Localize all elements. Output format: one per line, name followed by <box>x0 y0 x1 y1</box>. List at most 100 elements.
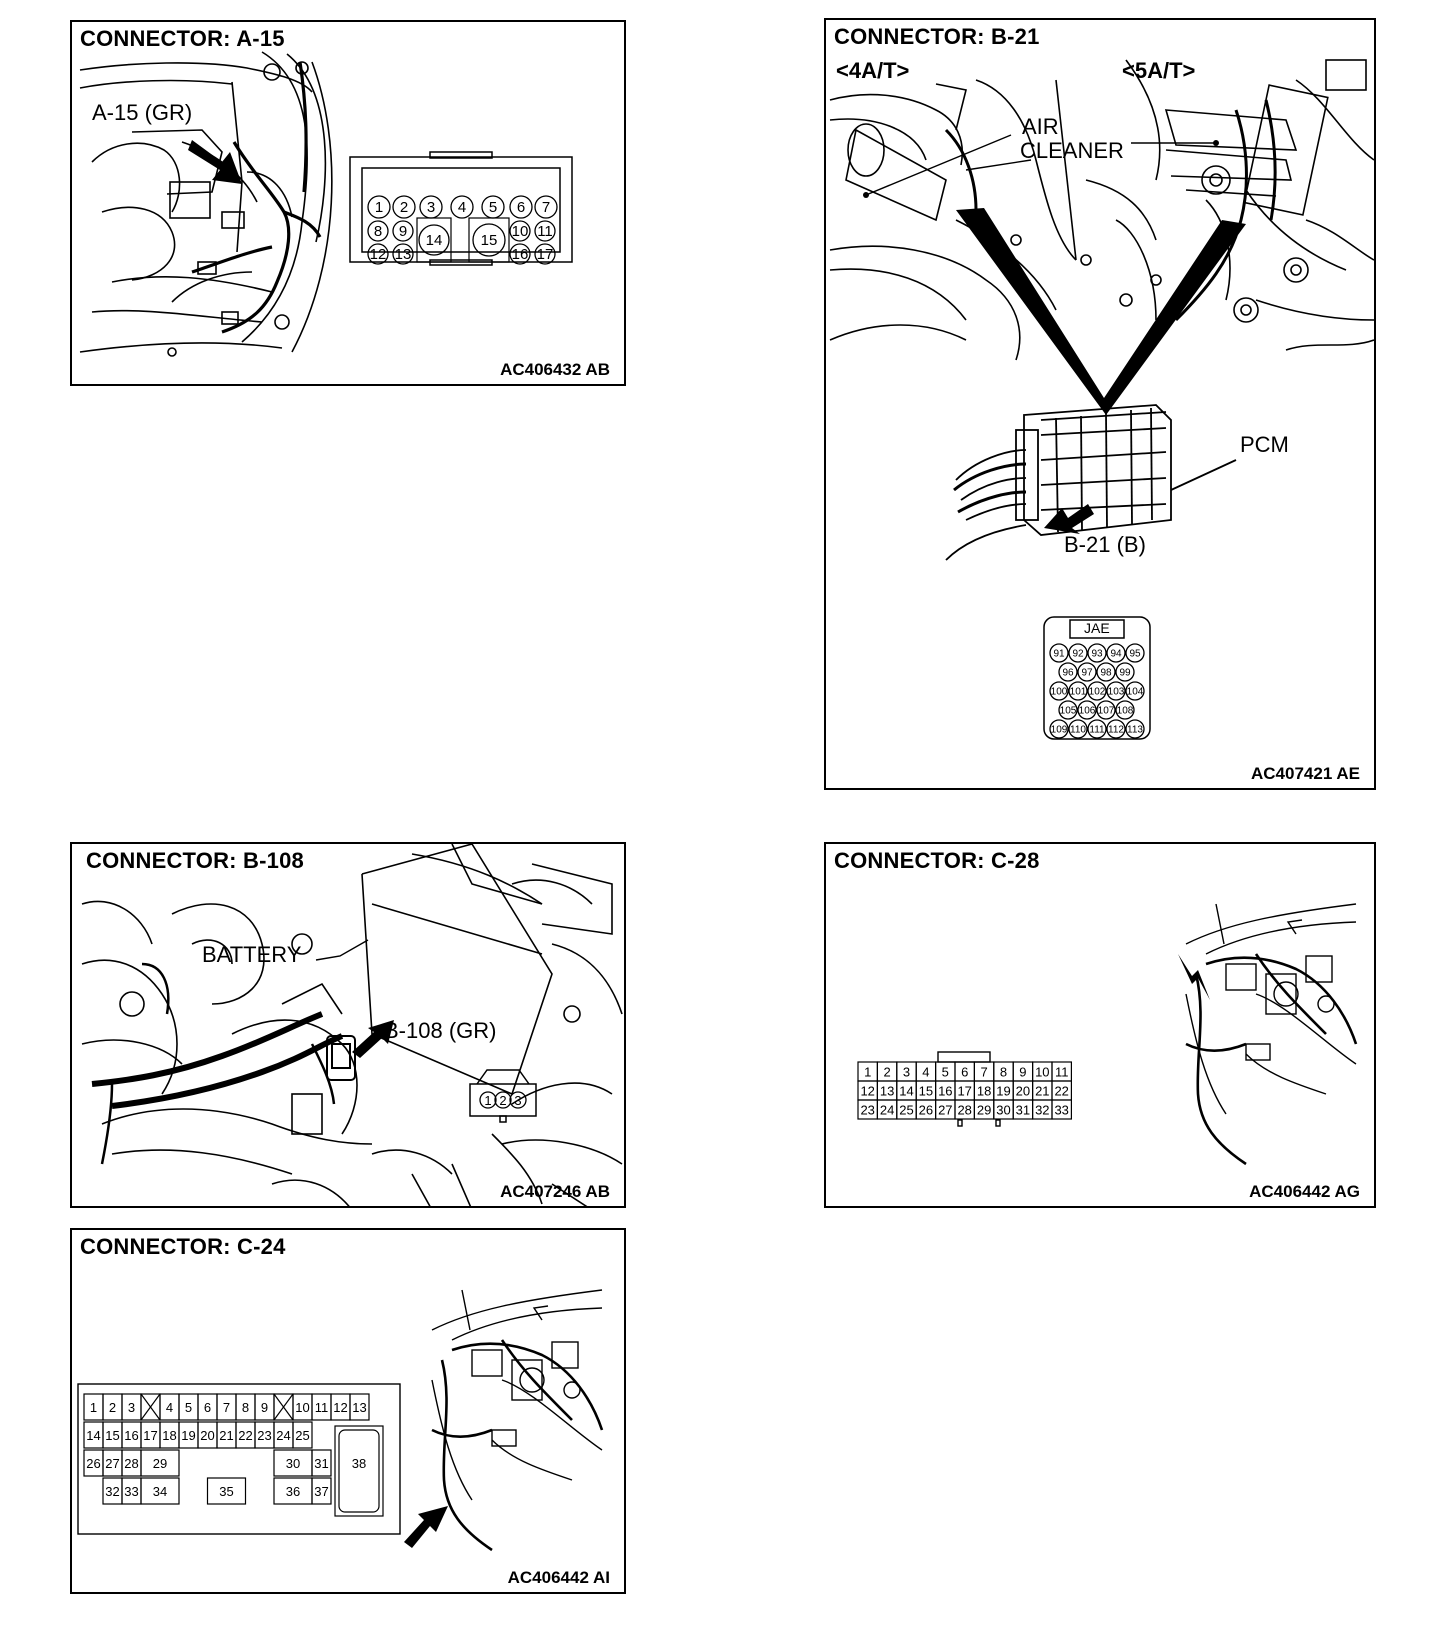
pin-number: 17 <box>537 246 554 263</box>
pin-number: 27 <box>938 1103 952 1118</box>
pin-number: 27 <box>105 1456 119 1471</box>
pin-circle <box>1096 700 1116 720</box>
pin-number: 6 <box>204 1400 211 1415</box>
pin-number: 20 <box>200 1428 214 1443</box>
figure-code: AC407421 AE <box>1251 764 1360 783</box>
pin-number: 112 <box>1108 725 1124 736</box>
pin-number: 1 <box>484 1093 491 1108</box>
pin-number: 97 <box>1081 668 1093 679</box>
pin-cell <box>334 1425 384 1517</box>
pin-number: 91 <box>1053 649 1065 660</box>
pin-number: 34 <box>153 1484 167 1499</box>
label-battery: BATTERY <box>202 942 302 967</box>
pin-number: 107 <box>1098 706 1115 717</box>
pin-circle <box>1087 719 1107 739</box>
pin-cell <box>311 1449 332 1477</box>
pin-number: 98 <box>1100 668 1112 679</box>
pin-number: 30 <box>996 1103 1010 1118</box>
figure-code: AC406442 AG <box>1249 1182 1360 1201</box>
pin-number: 17 <box>143 1428 157 1443</box>
pin-number: 12 <box>860 1084 874 1099</box>
pin-number: 96 <box>1062 668 1074 679</box>
pin-circle <box>1068 719 1088 739</box>
pin-number: 15 <box>105 1428 119 1443</box>
pin-number: 37 <box>314 1484 328 1499</box>
pin-number: 2 <box>499 1093 506 1108</box>
pin-number: 19 <box>996 1084 1010 1099</box>
pin-number: 5 <box>942 1065 949 1080</box>
pin-cell <box>349 1393 370 1421</box>
panel-title: CONNECTOR: C-28 <box>834 848 1040 873</box>
pin-number: 6 <box>961 1065 968 1080</box>
pin-number: 104 <box>1127 687 1144 698</box>
connector-label: A-15 (GR) <box>92 100 193 125</box>
pin-circle <box>534 195 558 219</box>
connector-label: B-21 (B) <box>1064 532 1146 557</box>
pin-circle <box>367 243 389 265</box>
pin-cell <box>292 1421 313 1449</box>
pin-number: 95 <box>1129 649 1141 660</box>
pin-number: 101 <box>1070 687 1087 698</box>
pin-number: 13 <box>395 246 412 263</box>
pin-circle <box>1115 700 1135 720</box>
blank-cavity <box>273 1393 294 1421</box>
pin-circle <box>1077 700 1097 720</box>
pin-number: 24 <box>880 1103 894 1118</box>
pin-circle <box>1058 662 1078 682</box>
pin-number: 109 <box>1051 725 1068 736</box>
pin-number: 12 <box>333 1400 347 1415</box>
pin-circle <box>1115 662 1135 682</box>
pin-number: 7 <box>223 1400 230 1415</box>
pin-number: 22 <box>1054 1084 1068 1099</box>
pin-circle <box>1125 643 1145 663</box>
pin-number: 103 <box>1108 687 1125 698</box>
pin-number: 29 <box>977 1103 991 1118</box>
pin-number: 25 <box>899 1103 913 1118</box>
pin-circle <box>1049 643 1069 663</box>
jae-label: JAE <box>1084 620 1110 636</box>
pin-circle <box>509 243 531 265</box>
pin-circle <box>1068 681 1088 701</box>
pin-cell <box>468 217 510 263</box>
pin-number: 31 <box>314 1456 328 1471</box>
label-pcm: PCM <box>1240 432 1289 457</box>
pin-number: 23 <box>860 1103 874 1118</box>
pin-number: 99 <box>1119 668 1131 679</box>
pin-circle <box>392 195 416 219</box>
pin-number: 4 <box>166 1400 173 1415</box>
pin-number: 3 <box>427 199 435 216</box>
panel-title: CONNECTOR: B-21 <box>834 24 1040 49</box>
pin-number: 16 <box>124 1428 138 1443</box>
figure-code: AC407246 AB <box>500 1182 610 1201</box>
pin-circle <box>1096 662 1116 682</box>
pin-number: 102 <box>1089 687 1106 698</box>
pin-number: 2 <box>400 199 408 216</box>
pin-number: 33 <box>1054 1103 1068 1118</box>
pin-cell <box>206 1477 247 1505</box>
pin-number: 36 <box>286 1484 300 1499</box>
pin-circle <box>1125 681 1145 701</box>
label-4at: <4A/T> <box>836 58 910 83</box>
pin-number: 11 <box>315 1400 329 1415</box>
pin-circle <box>534 220 556 242</box>
pin-number: 35 <box>219 1484 233 1499</box>
pin-cell <box>416 217 452 263</box>
pin-number: 110 <box>1070 725 1086 736</box>
pin-number: 94 <box>1110 649 1122 660</box>
label-air: AIR <box>1022 114 1059 139</box>
pin-number: 15 <box>481 232 498 249</box>
pin-circle <box>509 220 531 242</box>
pin-number: 20 <box>1016 1084 1030 1099</box>
pin-number: 7 <box>542 199 550 216</box>
pin-number: 21 <box>1035 1084 1049 1099</box>
pin-number: 15 <box>919 1084 933 1099</box>
pin-circle <box>534 243 556 265</box>
pin-circle <box>1077 662 1097 682</box>
pin-number: 10 <box>1035 1065 1049 1080</box>
pin-circle <box>1068 643 1088 663</box>
blank-cavity <box>140 1393 161 1421</box>
pin-number: 1 <box>90 1400 97 1415</box>
pin-number: 2 <box>883 1065 890 1080</box>
